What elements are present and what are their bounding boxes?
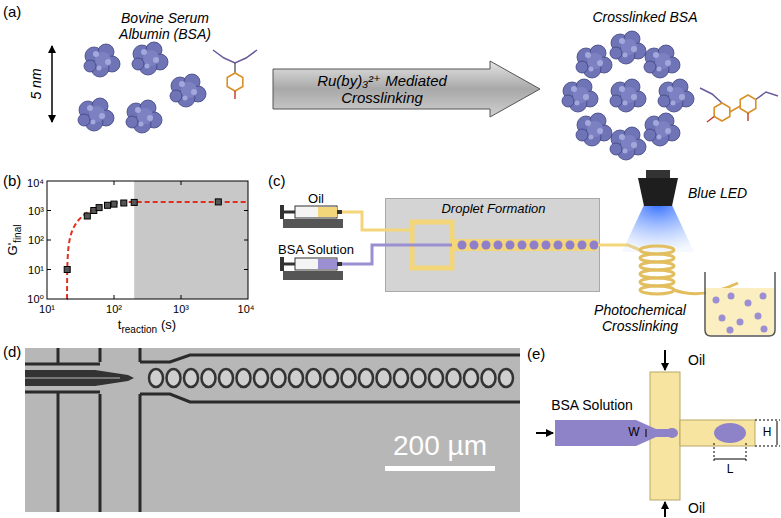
axis-tick: 10¹ [28, 263, 44, 276]
syringe-pumps [280, 205, 343, 280]
inlet-label: Oil [308, 192, 324, 207]
axis-label: G' [5, 243, 20, 256]
bsa-proteins [78, 42, 206, 133]
axis-label: t [118, 317, 122, 332]
inlet-label: Oil [688, 500, 705, 516]
axis-title: G'final [5, 225, 23, 256]
panel-letter: (e) [527, 345, 545, 362]
axis-tick: 10² [106, 303, 122, 316]
chip-channels [342, 212, 640, 268]
tyrosine-structure [213, 50, 257, 99]
axis-tick: 10¹ [39, 303, 55, 316]
panel-letter: (b) [3, 172, 21, 189]
inlet-label: BSA Solution [278, 243, 354, 258]
inlet-label: Oil [688, 352, 705, 368]
protein-label: Bovine Serum Albumin (BSA) [100, 10, 230, 42]
axis-tick: 10⁴ [238, 303, 255, 316]
reaction-arrow: Ru(by)₃²⁺ Mediated Crosslinking [272, 60, 542, 118]
axis-tick: 10² [28, 234, 44, 247]
axis-unit: (s) [157, 317, 176, 332]
dimension-label: H [763, 426, 772, 440]
inlet-label: BSA Solution [551, 397, 633, 413]
crosslinked-proteins [562, 31, 694, 160]
arrow-outline [273, 61, 540, 117]
panel-letter: (c) [268, 172, 286, 189]
scale-label: 200 µm [393, 430, 487, 462]
junction-schematic [536, 350, 780, 517]
process-label: Photochemical Crosslinking [585, 302, 695, 334]
scale-arrow [51, 46, 53, 122]
collection-beaker [705, 272, 775, 336]
dimension-label: L [727, 463, 734, 477]
chip-box: Droplet Formation [385, 198, 600, 292]
protein-label: Crosslinked BSA [592, 9, 697, 25]
axis-subscript: reaction [121, 324, 157, 335]
device-label: Blue LED [688, 185, 747, 201]
axis-tick: 10³ [28, 204, 44, 217]
plot-area [47, 181, 248, 299]
scale-label: 5 nm [28, 68, 44, 99]
axis-subscript: final [12, 225, 23, 243]
axis-tick: 10⁴ [27, 177, 44, 190]
axis-tick: 10⁰ [27, 293, 44, 306]
panel-letter: (d) [3, 343, 21, 360]
dimension-label: W [628, 426, 639, 440]
micrograph [25, 348, 520, 512]
led-coil [622, 170, 738, 294]
panel-letter: (a) [3, 3, 21, 20]
axis-title: treaction(s) [118, 317, 176, 335]
node-text: Ru(by)₃²⁺ Mediated Crosslinking [302, 60, 462, 118]
axis-tick: 10³ [173, 303, 189, 316]
node-text: Droplet Formation [386, 202, 601, 217]
dityrosine-structure [700, 88, 778, 122]
